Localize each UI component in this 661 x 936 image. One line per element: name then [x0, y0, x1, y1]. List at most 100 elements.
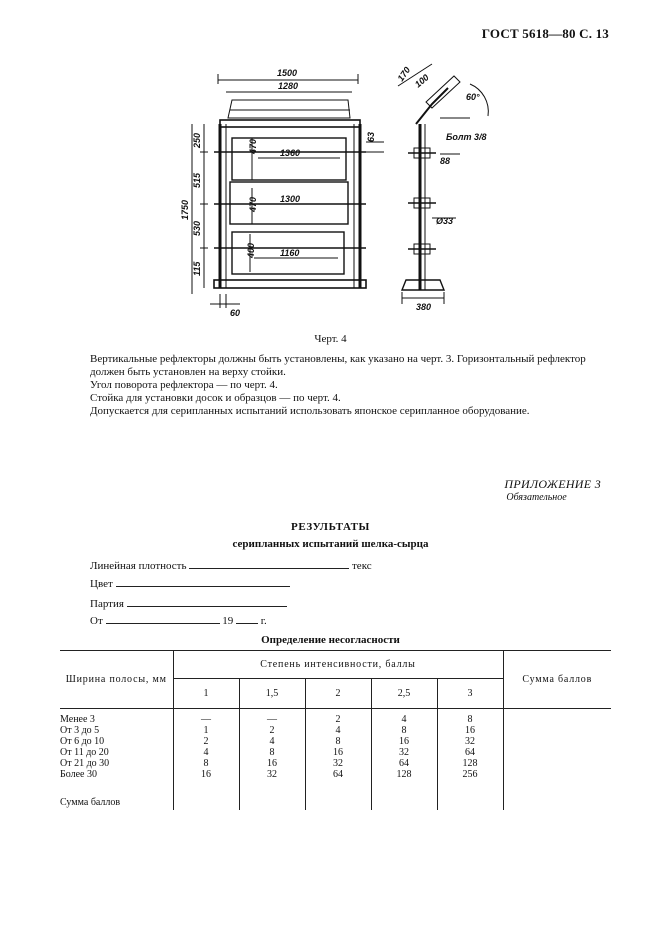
table-cell: 8	[370, 724, 437, 736]
density-label: Линейная плотность	[90, 560, 187, 572]
table-cell	[238, 779, 305, 810]
sum-cell	[502, 708, 611, 725]
row-label: От 11 до 20	[60, 746, 109, 758]
batch-field: Партия	[90, 596, 287, 610]
table-cell	[370, 779, 437, 810]
batch-blank[interactable]	[126, 596, 287, 607]
table-cell: 2	[304, 708, 371, 725]
results-subtitle: серипланных испытаний шелка-сырца	[232, 538, 429, 550]
dim-label: 1500	[277, 68, 297, 78]
year-suffix: г.	[260, 615, 267, 627]
table-cell	[304, 779, 371, 810]
dim-label: 60°	[466, 92, 480, 102]
dim-label: 1280	[278, 81, 298, 91]
row-label: Более 30	[60, 768, 97, 780]
date-from-label: От	[90, 615, 103, 627]
table-cell: 16	[172, 768, 239, 780]
color-field: Цвет	[90, 576, 290, 590]
table-cell: 32	[436, 735, 503, 747]
dim-label: 515	[192, 172, 202, 188]
sum-cell	[502, 768, 611, 780]
dim-label: 1300	[280, 194, 300, 204]
level-header: 2	[304, 678, 371, 709]
table-row: От 21 до 30 8 16 32 64 128	[60, 757, 611, 769]
color-label: Цвет	[90, 578, 113, 590]
table-cell: 16	[436, 724, 503, 736]
table-cell: —	[172, 708, 239, 725]
table-cell: 4	[304, 724, 371, 736]
dim-label: 88	[440, 156, 450, 166]
appendix-heading: ПРИЛОЖЕНИЕ 3 Обязательное	[504, 477, 601, 503]
row-label: Менее 3	[60, 713, 95, 725]
dim-label: 380	[416, 302, 431, 312]
dim-label: 530	[192, 221, 202, 236]
paragraph: Угол поворота рефлектора — по черт. 4.	[90, 379, 278, 391]
dim-label: 250	[192, 133, 202, 149]
density-field: Линейная плотность текс	[90, 558, 372, 572]
table-cell: 128	[436, 757, 503, 769]
table-cell: 16	[238, 757, 305, 769]
dim-label: 63	[366, 132, 376, 142]
level-header: 2,5	[370, 678, 437, 709]
row-label: От 3 до 5	[60, 724, 100, 736]
color-blank[interactable]	[115, 576, 290, 587]
table-cell: 64	[304, 768, 371, 780]
year-blank[interactable]	[236, 613, 259, 624]
table-cell: 4	[370, 708, 437, 725]
batch-label: Партия	[90, 598, 124, 610]
table-row: Менее 3 — — 2 4 8	[60, 708, 611, 725]
sum-cell	[502, 779, 611, 810]
sum-cell	[502, 735, 611, 747]
table-cell: 64	[370, 757, 437, 769]
paragraph: Допускается для серипланных испытаний ис…	[90, 405, 530, 417]
level-header: 1,5	[238, 678, 305, 709]
row-label: От 6 до 10	[60, 735, 105, 747]
table-cell: 32	[304, 757, 371, 769]
table-cell: 16	[304, 746, 371, 758]
dim-label: 470	[248, 197, 258, 213]
table-row: От 6 до 10 2 4 8 16 32	[60, 735, 611, 747]
dim-label: 170	[395, 65, 412, 83]
figure-caption: Черт. 4	[314, 333, 347, 345]
density-blank[interactable]	[189, 558, 350, 569]
table-caption: Определение несогласности	[261, 634, 400, 646]
dim-label: 400	[246, 243, 256, 259]
dim-label: Болт 3/8	[446, 132, 486, 142]
table-cell: 2	[238, 724, 305, 736]
table-row: Более 30 16 32 64 128 256	[60, 768, 611, 780]
sum-cell	[502, 746, 611, 758]
table-cell: 4	[238, 735, 305, 747]
table-cell: 64	[436, 746, 503, 758]
total-label: Сумма баллов	[60, 796, 121, 808]
dim-label: 60	[230, 308, 240, 318]
table-cell: 128	[370, 768, 437, 780]
table-cell: 32	[370, 746, 437, 758]
table-total-row: Сумма баллов	[60, 779, 611, 810]
level-header: 1	[172, 678, 239, 709]
dim-label: 470	[248, 139, 258, 155]
table-cell: 8	[304, 735, 371, 747]
dim-label: 1750	[180, 200, 190, 220]
table-cell	[172, 779, 239, 810]
page-header: ГОСТ 5618—80 С. 13	[481, 26, 609, 41]
table-cell: 16	[370, 735, 437, 747]
table-cell	[436, 779, 503, 810]
table-cell: —	[238, 708, 305, 725]
paragraph: Стойка для установки досок и образцов — …	[90, 392, 341, 404]
table-cell: 8	[172, 757, 239, 769]
table-row: От 11 до 20 4 8 16 32 64	[60, 746, 611, 758]
col-sum-header: Сумма баллов	[502, 650, 611, 709]
technical-drawing: 1500 1280 63 1360 1300 1160 470 470 400 …	[180, 63, 489, 318]
table-cell: 1	[172, 724, 239, 736]
row-label: От 21 до 30	[60, 757, 110, 769]
sum-cell	[502, 757, 611, 769]
results-title: РЕЗУЛЬТАТЫ	[291, 521, 370, 533]
table-row: От 3 до 5 1 2 4 8 16	[60, 724, 611, 736]
dim-label: Ø33	[436, 216, 453, 226]
table-cell: 32	[238, 768, 305, 780]
dim-label: 1360	[280, 148, 300, 158]
dim-label: 1160	[280, 248, 299, 258]
table-cell: 2	[172, 735, 239, 747]
date-blank[interactable]	[105, 613, 220, 624]
table-cell: 4	[172, 746, 239, 758]
